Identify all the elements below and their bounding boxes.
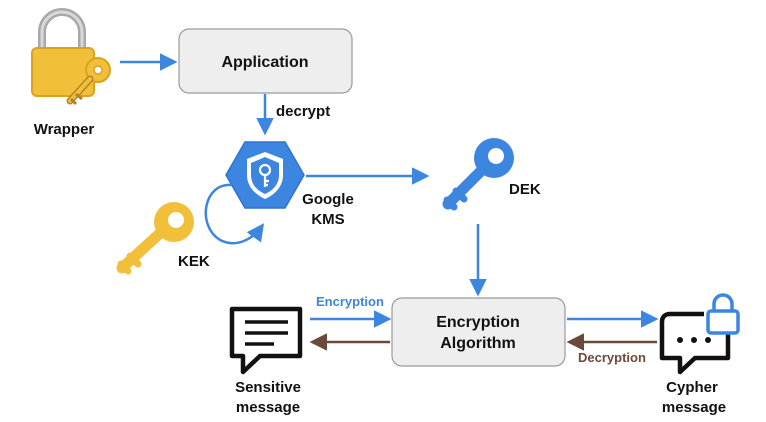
- encryption-edge-label: Encryption: [316, 294, 384, 309]
- document-lines-icon: [229, 306, 303, 375]
- application-node: Application: [178, 28, 353, 94]
- edge-kms-self-loop: [204, 183, 265, 245]
- encryption-algorithm-label-line2: Algorithm: [440, 335, 516, 352]
- chat-bubble-icon: [659, 311, 731, 375]
- decrypt-label: decrypt: [276, 103, 330, 120]
- padlock-key-icon: [31, 8, 111, 106]
- sensitive-message-label-line2: message: [236, 399, 300, 416]
- sensitive-message-label-line1: Sensitive: [235, 379, 301, 396]
- shield-key-icon: [225, 141, 305, 209]
- encryption-algorithm-node: Encryption Algorithm: [391, 297, 566, 367]
- encryption-algorithm-label-line1: Encryption: [436, 314, 520, 331]
- lock-icon: [706, 293, 740, 335]
- kek-key-icon: [116, 202, 194, 275]
- wrapper-label: Wrapper: [34, 121, 95, 138]
- application-label: Application: [221, 54, 308, 71]
- cypher-message-label-line1: Cypher: [666, 379, 718, 396]
- google-kms-label-line1: Google: [302, 191, 354, 208]
- decryption-edge-label: Decryption: [578, 350, 646, 365]
- kek-label: KEK: [178, 253, 210, 270]
- cypher-message-label-line2: message: [662, 399, 726, 416]
- google-kms-label-line2: KMS: [311, 211, 344, 228]
- dek-key-icon: [442, 138, 514, 211]
- dek-label: DEK: [509, 181, 541, 198]
